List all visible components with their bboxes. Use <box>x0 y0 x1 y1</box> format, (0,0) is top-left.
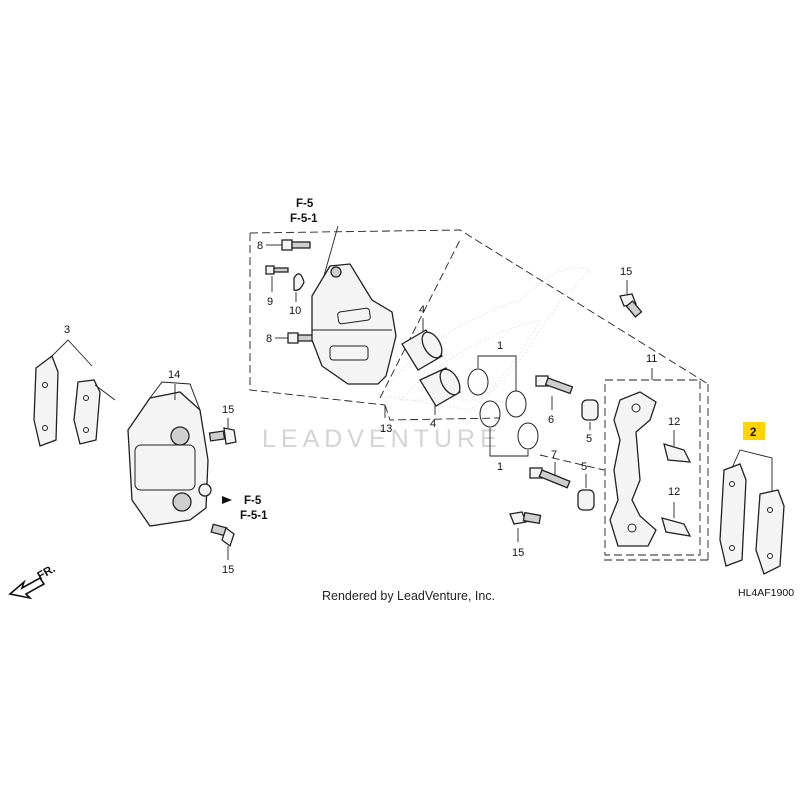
part-5-boot-lower[interactable] <box>577 489 595 511</box>
part-5-boot-upper[interactable] <box>581 399 599 421</box>
callout-14[interactable]: 14 <box>168 369 180 381</box>
part-6-slide-pin[interactable] <box>535 375 574 395</box>
callout-5-lower[interactable]: 5 <box>581 461 587 473</box>
part-10-bleeder-cap[interactable] <box>293 273 305 291</box>
part-12-pad-retainer-lower[interactable] <box>661 517 692 537</box>
callout-4-lower[interactable]: 4 <box>430 418 436 430</box>
callout-8-lower[interactable]: 8 <box>266 333 272 345</box>
diagram-code: HL4AF1900 <box>738 587 794 599</box>
callout-2[interactable]: 2 <box>750 427 756 439</box>
callout-12-lower[interactable]: 12 <box>668 486 680 498</box>
part-9-bleeder-screw[interactable] <box>265 265 289 275</box>
callout-15-left-upper[interactable]: 15 <box>222 404 234 416</box>
part-4-piston-upper[interactable] <box>401 329 446 371</box>
callout-15-right-lower[interactable]: 15 <box>512 547 524 559</box>
part-13-caliper-body[interactable] <box>311 263 397 385</box>
callout-15-left-lower[interactable]: 15 <box>222 564 234 576</box>
callout-4-upper[interactable]: 4 <box>419 304 425 316</box>
render-credit: Rendered by LeadVenture, Inc. <box>322 589 495 603</box>
callout-15-right-upper[interactable]: 15 <box>620 266 632 278</box>
part-15-bolt-upper-right[interactable] <box>619 293 643 318</box>
bracket-frame <box>604 379 701 556</box>
part-2-brake-pad-set[interactable] <box>719 463 785 575</box>
callout-10[interactable]: 10 <box>289 305 301 317</box>
part-1-seal-lower-b[interactable] <box>517 422 539 450</box>
callout-3[interactable]: 3 <box>64 324 70 336</box>
callout-5-upper[interactable]: 5 <box>586 433 592 445</box>
callout-8-upper[interactable]: 8 <box>257 240 263 252</box>
part-4-piston-lower[interactable] <box>419 366 464 407</box>
part-1-seal-upper-b[interactable] <box>505 390 527 418</box>
part-1-seal-lower-a[interactable] <box>479 400 501 428</box>
part-3-brake-pad-set[interactable] <box>33 354 116 447</box>
part-15-bolt-upper-left[interactable] <box>208 427 237 445</box>
ref-f51-top[interactable]: F-5-1 <box>290 213 318 225</box>
part-1-seal-upper-a[interactable] <box>467 368 489 396</box>
watermark-text: LEADVENTURE <box>262 425 502 453</box>
callout-7[interactable]: 7 <box>551 449 557 461</box>
highlight-marker <box>743 422 765 440</box>
callout-6[interactable]: 6 <box>548 414 554 426</box>
part-8-bolt-upper[interactable] <box>281 239 311 251</box>
part-11-caliper-bracket[interactable] <box>609 391 657 547</box>
ref-f5-side[interactable]: F-5 <box>244 495 262 507</box>
part-7-slide-pin[interactable] <box>529 467 571 489</box>
part-15-bolt-lower-left[interactable] <box>210 523 235 548</box>
part-12-pad-retainer-upper[interactable] <box>663 443 692 463</box>
front-direction-arrow-icon <box>8 576 46 600</box>
callout-12-upper[interactable]: 12 <box>668 416 680 428</box>
part-14-caliper-assembly[interactable] <box>127 381 212 527</box>
ref-f51-side[interactable]: F-5-1 <box>240 510 268 522</box>
callout-13[interactable]: 13 <box>380 423 392 435</box>
callout-11[interactable]: 11 <box>646 353 657 365</box>
assembly-outline <box>249 229 709 561</box>
part-15-bolt-lower-right[interactable] <box>509 511 542 525</box>
callout-9[interactable]: 9 <box>267 296 273 308</box>
callout-1-lower[interactable]: 1 <box>497 461 503 473</box>
callout-1-upper[interactable]: 1 <box>497 340 503 352</box>
ref-f5-top[interactable]: F-5 <box>296 198 314 210</box>
arrow-icon <box>222 496 232 504</box>
direction-label: FR. <box>36 563 58 583</box>
